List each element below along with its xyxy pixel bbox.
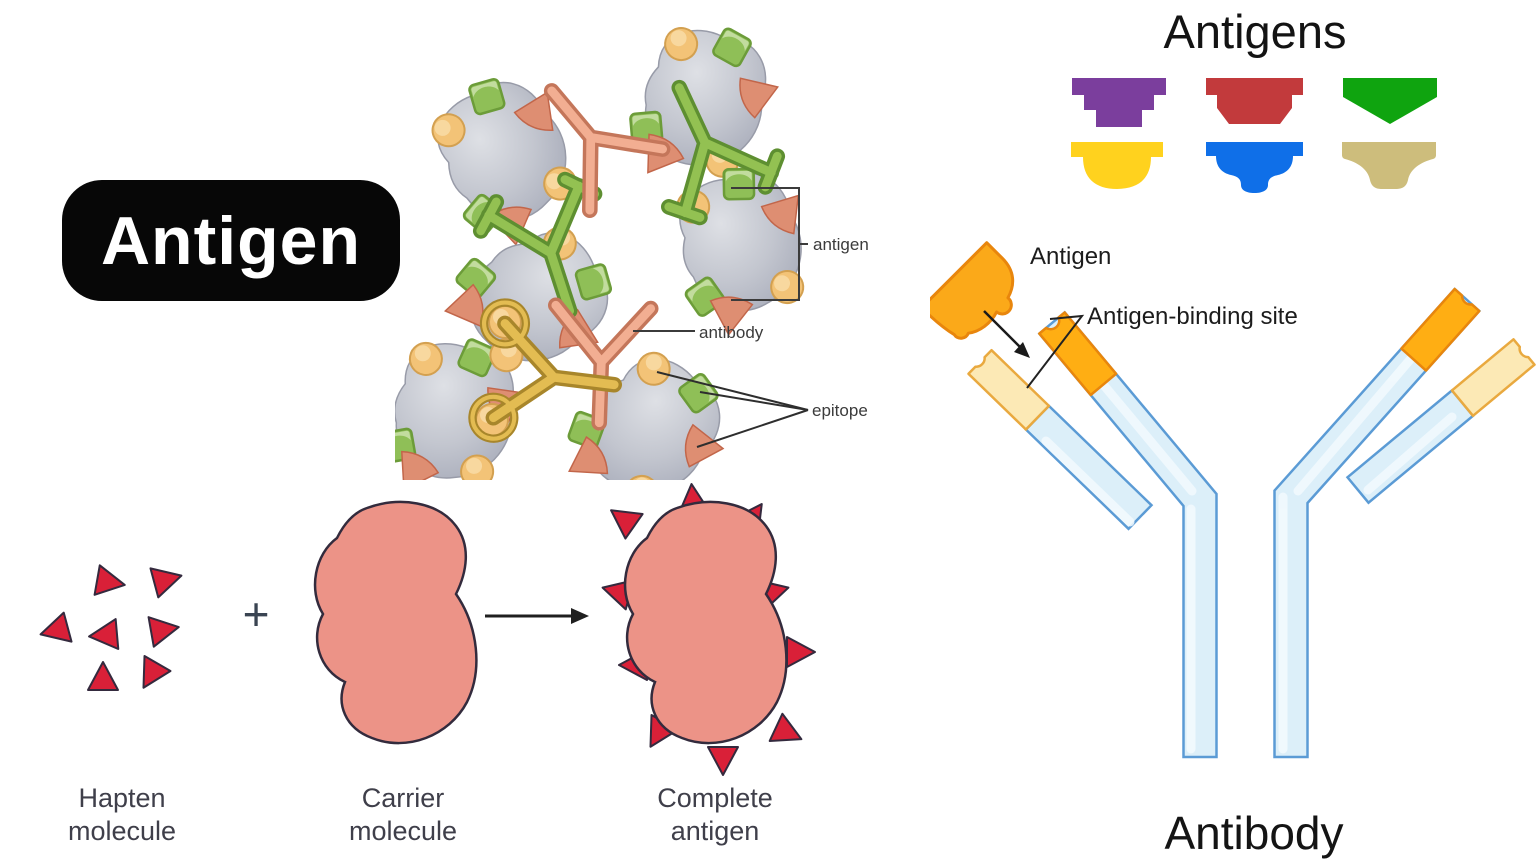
antigen-shape-yellow	[1071, 142, 1163, 189]
antigen-shape-red	[1206, 78, 1303, 124]
hapten-triangles	[35, 560, 187, 697]
epitope-callout-lines	[656, 371, 809, 448]
salmon-antibody	[543, 83, 671, 218]
binding-site-pointer-lines	[1026, 314, 1085, 389]
antigen-arrow	[983, 310, 1030, 358]
antigens-panel-title: Antigens	[1163, 5, 1347, 58]
antigen-shape-tan	[1342, 142, 1436, 189]
binding-tip-right	[1400, 287, 1481, 372]
antigen-title-badge: Antigen	[62, 180, 400, 301]
antigen-shape-purple	[1072, 78, 1166, 127]
hapten-caption-line2: molecule	[68, 816, 176, 846]
antibody-callout-label: antibody	[699, 323, 764, 342]
antigens-panel	[1071, 78, 1437, 193]
salmon-antibody-labelled	[547, 297, 659, 431]
antigen-shape-blue	[1206, 142, 1303, 193]
green-antibody	[661, 79, 786, 226]
complete-caption-line2: antigen	[671, 816, 760, 846]
antigen-title-text: Antigen	[100, 202, 362, 279]
antigen-bracket	[731, 187, 808, 301]
antigen-binding-site-label: Antigen-binding site	[1087, 303, 1298, 330]
carrier-caption-line2: molecule	[349, 816, 457, 846]
epitope-callout-label: epitope	[812, 401, 868, 420]
reaction-arrow	[485, 608, 589, 624]
hapten-caption-line1: Hapten	[78, 783, 165, 813]
light-tip-left	[967, 348, 1051, 431]
antigen-molecule	[930, 241, 1015, 340]
antibody-figure: Antigen Antigen-binding site Antibody	[930, 241, 1536, 859]
carrier-molecule-blob	[313, 500, 478, 745]
antigen-shape-green	[1343, 78, 1437, 124]
hapten-figure: + Hapten molecule Carrier molecule Compl…	[35, 481, 816, 846]
green-antibody	[472, 171, 603, 319]
antigen-antibody-complex-figure: antigen antibody epitope	[395, 10, 869, 480]
antibody-label: Antibody	[1164, 807, 1343, 859]
yellow-antibody	[468, 298, 622, 443]
binding-tip-left	[1038, 311, 1118, 397]
light-chain-tips	[967, 338, 1536, 431]
carrier-caption-line1: Carrier	[362, 783, 445, 813]
antigen-label: Antigen	[1030, 243, 1111, 270]
complete-antigen-blob	[623, 500, 788, 745]
antigen-blob-bottom-right	[540, 327, 761, 480]
light-tip-right	[1450, 338, 1536, 418]
plus-sign: +	[243, 588, 270, 640]
heavy-chain-tips	[1038, 287, 1481, 397]
complete-caption-line1: Complete	[657, 783, 773, 813]
antigen-callout-label: antigen	[813, 235, 869, 254]
heavy-chain-right	[1273, 287, 1482, 759]
